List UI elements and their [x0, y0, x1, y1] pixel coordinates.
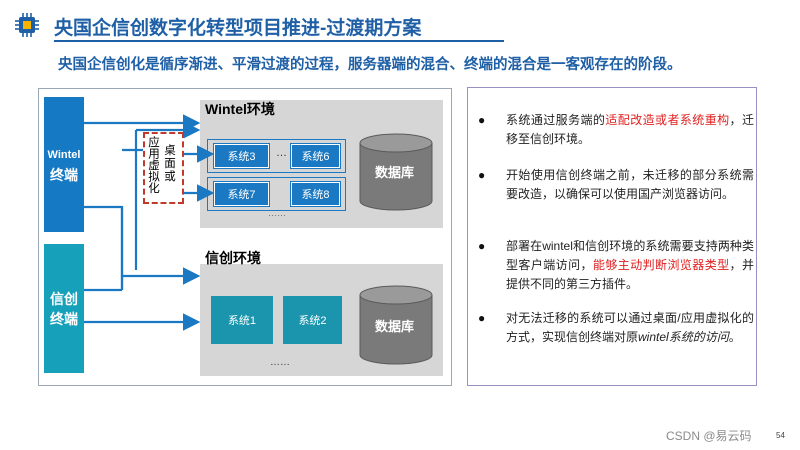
bullet-text-part: 系统通过服务端的: [506, 113, 606, 127]
bullet-text: 部署在wintel和信创环境的系统需要支持两种类型客户端访问，能够主动判断浏览器…: [506, 237, 754, 294]
database-icon: [359, 133, 433, 211]
wintel-env-title: Wintel环境: [205, 101, 275, 117]
bullet-highlight: 能够主动判断浏览器类型: [592, 258, 730, 272]
xc-env-title: 信创环境: [205, 250, 261, 266]
bullet-text: 对无法迁移的系统可以通过桌面/应用虚拟化的方式，实现信创终端对原wintel系统…: [506, 309, 754, 347]
database-label: 数据库: [375, 165, 415, 180]
app-virtualization-text: 应用虚拟化: [147, 136, 159, 194]
wintel-terminal-line2: 终端: [50, 166, 78, 183]
xc-terminal: 信创 终端: [44, 244, 84, 373]
bullet-text-part: ，迁移至信创环境。: [506, 113, 754, 146]
desktop-char: 面: [164, 158, 176, 170]
bullet-item: ● 开始使用信创终端之前，未迁移的部分系统需要改造，以确保可以使用国产浏览器访问…: [478, 166, 754, 204]
bullet-item: ● 部署在wintel和信创环境的系统需要支持两种类型客户端访问，能够主动判断浏…: [478, 237, 754, 294]
bullet-dot: ●: [478, 113, 486, 127]
ellipsis: ……: [268, 208, 286, 218]
bullet-text-part: ，并提供不同的第三方插件。: [506, 258, 754, 291]
page-title: 央国企信创数字化转型项目推进-过渡期方案: [54, 18, 422, 39]
bullet-item: ● 对无法迁移的系统可以通过桌面/应用虚拟化的方式，实现信创终端对原wintel…: [478, 309, 754, 347]
bullet-text-part: 。: [728, 330, 741, 344]
page-subtitle: 央国企信创化是循序渐进、平滑过渡的过程，服务器端的混合、终端的混合是一客观存在的…: [58, 57, 682, 73]
xc-terminal-line2: 终端: [50, 310, 78, 327]
desktop-char: 桌: [164, 145, 176, 157]
desktop-char: 或: [164, 171, 176, 183]
page-number: 54: [776, 431, 785, 440]
bullet-dot: ●: [478, 168, 486, 182]
watermark: CSDN @易云码: [666, 429, 752, 443]
bullet-item: ● 系统通过服务端的适配改造或者系统重构，迁移至信创环境。: [478, 111, 754, 149]
ellipsis: ……: [270, 357, 290, 368]
bullet-dot: ●: [478, 239, 486, 253]
system-box: 系统6: [291, 144, 340, 168]
xc-terminal-line1: 信创: [50, 290, 78, 307]
desktop-or-label: 桌 面 或: [163, 145, 177, 184]
system-box: 系统1: [211, 296, 273, 344]
chip-icon: [15, 13, 39, 37]
bullet-text: 开始使用信创终端之前，未迁移的部分系统需要改造，以确保可以使用国产浏览器访问。: [506, 166, 754, 204]
database-label: 数据库: [375, 319, 415, 334]
bullet-highlight: 适配改造或者系统重构: [605, 113, 730, 127]
bullet-text-part: 开始使用信创终端之前，未迁移的部分系统需要改造，以确保可以使用国产浏览器访问。: [506, 168, 754, 201]
ellipsis: …: [276, 147, 287, 159]
notes-panel: [467, 87, 757, 386]
system-box: 系统7: [214, 182, 269, 206]
desktop-virtualization-box: [143, 132, 184, 204]
title-underline: [54, 40, 504, 42]
bullet-text-part: 对无法迁移的系统可以通过桌面/应用虚拟化的方式，实现信创终端对原: [506, 311, 754, 344]
database-icon: [359, 285, 433, 365]
bullet-dot: ●: [478, 311, 486, 325]
wintel-terminal: Wintel 终端: [44, 97, 84, 232]
system-box: 系统3: [214, 144, 269, 168]
bullet-text: 系统通过服务端的适配改造或者系统重构，迁移至信创环境。: [506, 111, 754, 149]
bullet-text-part: 部署在wintel和信创环境的系统需要支持两种类型客户端访问，: [506, 239, 754, 272]
system-box: 系统2: [283, 296, 342, 344]
bullet-italic: wintel系统的访问: [638, 330, 729, 344]
wintel-terminal-line1: Wintel: [47, 148, 81, 161]
app-virtualization-label: 应用虚拟化: [146, 136, 159, 198]
system-box: 系统8: [291, 182, 340, 206]
